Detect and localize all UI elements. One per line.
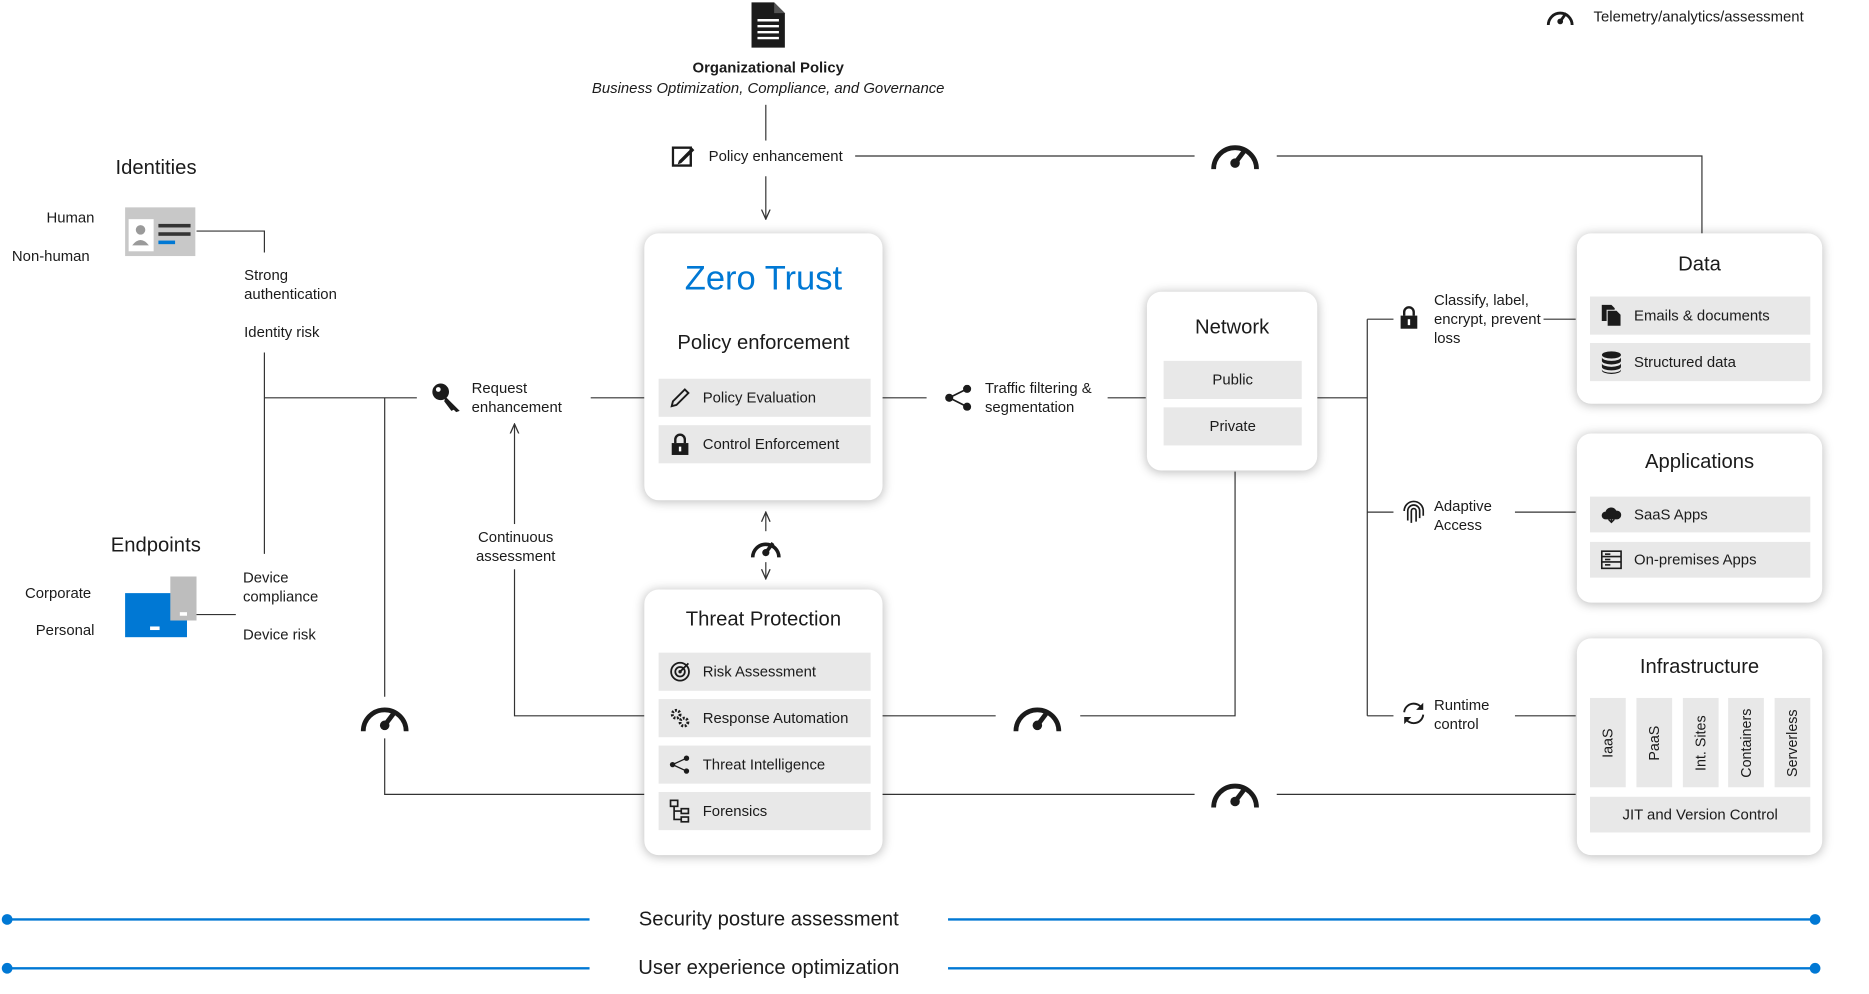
gears-icon <box>669 699 690 737</box>
org-policy-title: Organizational Policy <box>692 59 844 77</box>
traffic-filtering-label: Traffic filtering & segmentation <box>984 379 1092 416</box>
user-experience-label: User experience optimization <box>638 956 900 980</box>
key-icon <box>432 383 460 413</box>
policy-enforcement-subtitle: Policy enforcement <box>677 331 850 354</box>
control-enforcement-item[interactable]: Control Enforcement <box>658 425 871 464</box>
gauge-icon <box>357 697 413 737</box>
legend: Telemetry/analytics/assessment <box>1545 5 1831 29</box>
sync-icon <box>1403 702 1425 725</box>
target-icon <box>669 653 690 691</box>
saas-apps-item[interactable]: SaaS Apps <box>1589 496 1811 533</box>
risk-assessment-item[interactable]: Risk Assessment <box>658 652 871 691</box>
on-premises-apps-label: On-premises Apps <box>1634 551 1757 569</box>
containers-column[interactable]: Containers <box>1728 697 1764 788</box>
devices-icon <box>125 576 197 638</box>
personal-label: Personal <box>35 621 95 639</box>
gauge-icon <box>1546 11 1574 26</box>
serverless-column[interactable]: Serverless <box>1774 697 1811 788</box>
emails-documents-label: Emails & documents <box>1634 307 1770 324</box>
non-human-label: Non-human <box>11 247 90 265</box>
gauge-icon <box>747 534 784 561</box>
server-icon <box>1600 542 1622 578</box>
emails-documents-item[interactable]: Emails & documents <box>1589 296 1811 335</box>
saas-apps-label: SaaS Apps <box>1634 506 1708 523</box>
database-icon <box>1601 343 1622 381</box>
share-icon <box>945 384 972 411</box>
applications-card: Applications SaaS Apps On-premises Apps <box>1576 433 1823 603</box>
zero-trust-card: Zero Trust Policy enforcement Policy Eva… <box>644 233 883 501</box>
share-icon <box>669 746 690 784</box>
device-compliance-label: Device compliance <box>242 569 319 606</box>
iaas-label: IaaS <box>1599 727 1617 758</box>
control-enforcement-label: Control Enforcement <box>702 435 840 453</box>
threat-intelligence-label: Threat Intelligence <box>702 756 826 773</box>
data-card: Data Emails & documents Structured data <box>1576 233 1823 404</box>
endpoints-title: Endpoints <box>110 533 201 557</box>
infrastructure-card: Infrastructure IaaS PaaS Int. Sites Cont… <box>1576 638 1823 856</box>
network-public-item[interactable]: Public <box>1163 360 1302 399</box>
paas-column[interactable]: PaaS <box>1636 697 1673 788</box>
fingerprint-icon <box>1403 500 1425 523</box>
forensics-item[interactable]: Forensics <box>658 792 871 831</box>
strong-authentication-label: Strong authentication <box>244 266 337 303</box>
request-enhancement-label: Request enhancement <box>471 379 562 416</box>
policy-enhancement-label: Policy enhancement <box>708 146 843 166</box>
document-icon <box>751 2 785 48</box>
edit-icon <box>671 146 695 167</box>
response-automation-item[interactable]: Response Automation <box>658 699 871 738</box>
lock-icon <box>669 425 690 463</box>
serverless-label: Serverless <box>1784 708 1801 777</box>
containers-label: Containers <box>1737 708 1755 778</box>
network-card: Network Public Private <box>1146 291 1318 471</box>
int-sites-column[interactable]: Int. Sites <box>1682 697 1719 788</box>
corporate-label: Corporate <box>25 584 92 602</box>
continuous-assessment-label: Continuous assessment <box>475 528 556 565</box>
structured-data-label: Structured data <box>1634 353 1736 371</box>
identity-risk-label: Identity risk <box>244 323 320 341</box>
network-private-item[interactable]: Private <box>1163 407 1302 446</box>
lock-icon <box>1400 306 1418 329</box>
gauge-icon <box>1207 774 1263 813</box>
jit-version-control-item[interactable]: JIT and Version Control <box>1589 796 1811 833</box>
zero-trust-title: Zero Trust <box>684 259 843 298</box>
response-automation-label: Response Automation <box>702 709 849 727</box>
id-card-icon <box>125 207 196 257</box>
gauge-icon <box>1207 135 1263 174</box>
risk-assessment-label: Risk Assessment <box>702 663 817 681</box>
threat-intelligence-item[interactable]: Threat Intelligence <box>658 745 871 784</box>
identities-title: Identities <box>115 156 197 179</box>
infrastructure-title: Infrastructure <box>1639 655 1760 678</box>
iaas-column[interactable]: IaaS <box>1589 697 1626 788</box>
runtime-control-label: Runtime control <box>1433 696 1490 733</box>
human-label: Human <box>46 209 95 227</box>
device-risk-label: Device risk <box>242 626 316 644</box>
data-title: Data <box>1678 252 1721 276</box>
documents-icon <box>1601 297 1622 335</box>
adaptive-access-label: Adaptive Access <box>1433 497 1492 534</box>
pencil-icon <box>669 379 690 417</box>
on-premises-apps-item[interactable]: On-premises Apps <box>1589 541 1811 578</box>
paas-label: PaaS <box>1645 725 1663 761</box>
int-sites-label: Int. Sites <box>1692 714 1710 771</box>
security-posture-label: Security posture assessment <box>638 907 899 931</box>
threat-protection-card: Threat Protection Risk Assessment Respon… <box>644 589 883 856</box>
policy-evaluation-label: Policy Evaluation <box>702 389 817 407</box>
structured-data-item[interactable]: Structured data <box>1589 343 1811 382</box>
network-title: Network <box>1194 315 1270 339</box>
gauge-icon <box>1009 697 1065 737</box>
classify-label: Classify, label, encrypt, prevent loss <box>1433 291 1541 347</box>
cloud-icon <box>1601 497 1622 533</box>
org-policy-subtitle: Business Optimization, Compliance, and G… <box>591 79 945 97</box>
legend-label: Telemetry/analytics/assessment <box>1593 8 1804 26</box>
forensics-label: Forensics <box>702 802 768 820</box>
policy-evaluation-item[interactable]: Policy Evaluation <box>658 378 871 417</box>
threat-protection-title: Threat Protection <box>685 607 842 631</box>
hierarchy-icon <box>669 792 690 830</box>
applications-title: Applications <box>1644 450 1755 473</box>
